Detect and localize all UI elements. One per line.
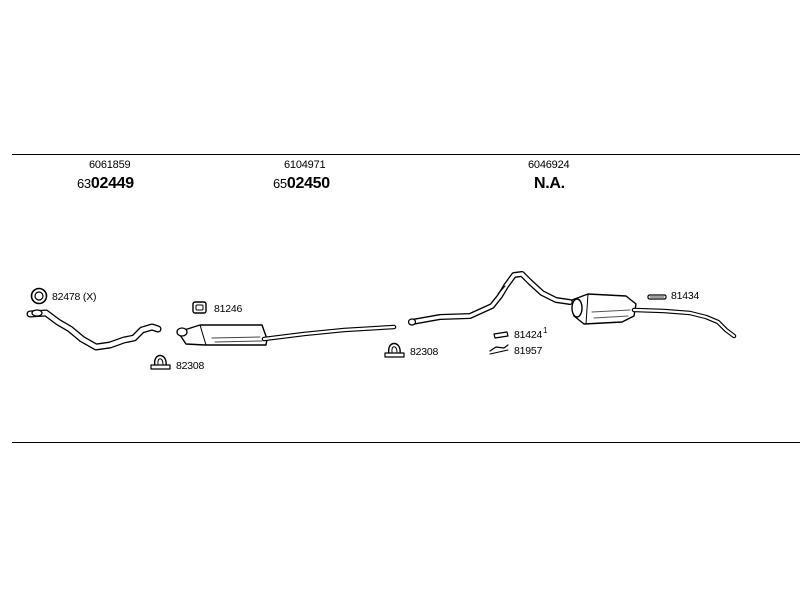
rubber-hanger-drawing — [192, 301, 207, 314]
gasket-ring-drawing — [30, 287, 48, 305]
section-3-part-main: N.A. — [534, 175, 565, 192]
hanger-part-label: 81246 — [214, 303, 243, 315]
section-2-part-main: 02450 — [286, 175, 330, 192]
section-1-part-prefix: 63 — [77, 176, 91, 191]
clamp-1-part-label: 82308 — [176, 360, 205, 372]
section-1-oe-number: 6061859 — [89, 159, 131, 171]
top-divider-line — [12, 154, 800, 155]
section-3-oe-number: 6046924 — [528, 159, 570, 171]
bracket-1-drawing — [493, 331, 509, 339]
bracket-1-footnote-mark: 1 — [543, 326, 548, 335]
middle-silencer-drawing — [176, 324, 397, 346]
clamp-2-part-label: 82308 — [410, 346, 439, 358]
front-pipe-drawing — [26, 309, 162, 351]
clamp-2-drawing — [384, 342, 405, 358]
rear-silencer-drawing — [571, 293, 637, 325]
strap-part-label: 81434 — [671, 290, 700, 302]
section-2-oe-number: 6104971 — [284, 159, 326, 171]
rear-pipe-drawing — [407, 271, 573, 326]
section-2-part-number: 6502450 — [273, 175, 330, 193]
section-3-part-number: N.A. — [534, 175, 565, 193]
ring-part-label: 82478 (X) — [52, 291, 97, 303]
strap-drawing — [647, 294, 667, 300]
clamp-1-drawing — [150, 354, 171, 370]
bracket-2-drawing — [489, 344, 509, 355]
section-1-part-main: 02449 — [90, 175, 134, 192]
bracket-2-part-label: 81957 — [514, 345, 543, 357]
bottom-divider-line — [12, 442, 800, 443]
section-2-part-prefix: 65 — [273, 176, 287, 191]
bracket-1-part-label: 81424 — [514, 329, 543, 341]
tail-pipe-drawing — [631, 307, 737, 339]
section-1-part-number: 6302449 — [77, 175, 134, 193]
